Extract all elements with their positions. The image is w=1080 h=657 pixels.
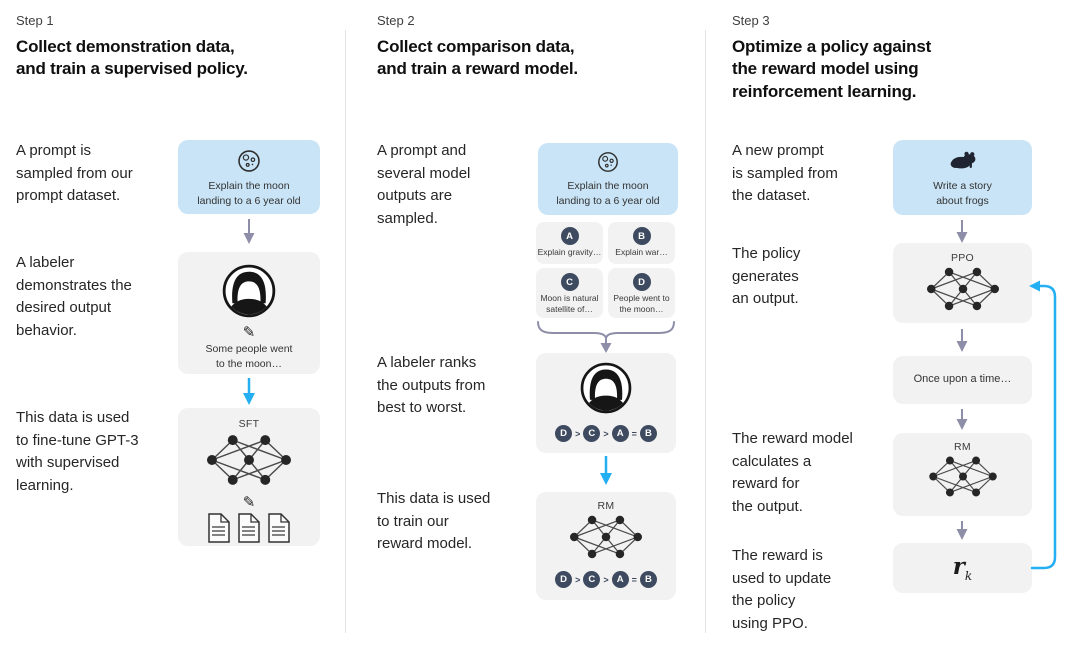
step1-label: Step 1	[16, 13, 54, 28]
step1-prompt-box: Explain the moon landing to a 6 year old	[178, 140, 320, 214]
step3-output-panel: Once upon a time…	[893, 356, 1032, 404]
column-divider	[345, 30, 346, 633]
ranking-row: D > C > A = B	[555, 425, 657, 442]
option-text: Moon is natural satellite of…	[540, 293, 599, 315]
step1-description-2: A labeler demonstrates the desired outpu…	[16, 254, 132, 339]
rank-separator: =	[631, 428, 637, 439]
neural-network-icon	[565, 513, 647, 566]
rank-badge: B	[639, 425, 657, 442]
step1-prompt-text: Explain the moon landing to a 6 year old	[197, 180, 301, 208]
rm-model-label: RM	[954, 441, 971, 453]
option-letter-badge: C	[560, 273, 579, 291]
pencil-icon: ✎	[242, 494, 256, 511]
step2-description-1: A prompt and several model outputs are s…	[377, 142, 471, 227]
step2-rm-model-panel: RM D > C > A = B	[536, 492, 676, 600]
labeler-avatar-icon	[579, 361, 633, 420]
cyan-down-arrow-icon	[598, 456, 614, 491]
step1-description-1: A prompt is sampled from our prompt data…	[16, 142, 133, 204]
down-arrow-icon	[241, 219, 257, 250]
feedback-loop-arrow	[1028, 276, 1078, 581]
labeler-avatar-icon	[221, 263, 277, 324]
step3-prompt-text: Write a story about frogs	[933, 180, 992, 208]
step2-description-2: A labeler ranks the outputs from best to…	[377, 354, 486, 416]
ranking-row: D > C > A = B	[555, 571, 657, 588]
rank-badge: C	[583, 571, 601, 588]
rank-separator: >	[603, 428, 609, 439]
step3-reward-panel: rk	[893, 543, 1032, 593]
step3-prompt-box: Write a story about frogs	[893, 140, 1032, 215]
ppo-policy-label: PPO	[950, 252, 975, 264]
neural-network-icon	[202, 432, 296, 493]
rank-separator: >	[575, 428, 581, 439]
step1-labeler-panel: ✎ Some people went to the moon…	[178, 252, 320, 374]
option-text: Explain war…	[615, 247, 668, 257]
step2-label: Step 2	[377, 13, 415, 28]
neural-network-icon	[925, 454, 1001, 504]
rank-separator: =	[631, 574, 637, 585]
rank-badge: B	[639, 571, 657, 588]
step2-prompt-box: Explain the moon landing to a 6 year old	[538, 143, 678, 215]
documents-icon	[207, 513, 291, 548]
down-arrow-icon	[954, 521, 970, 546]
reward-symbol: rk	[952, 552, 973, 583]
rank-badge: A	[611, 425, 629, 442]
step3-rm-model-panel: RM	[893, 433, 1032, 516]
rank-badge: D	[555, 571, 573, 588]
down-arrow-icon	[954, 329, 970, 358]
step1-description-3: This data is used to fine-tune GPT-3 wit…	[16, 409, 139, 494]
step2-title: Collect comparison data, and train a rew…	[377, 37, 578, 79]
option-card-c: C Moon is natural satellite of…	[536, 268, 603, 318]
brace-arrow-icon	[536, 320, 676, 359]
option-letter-badge: D	[632, 273, 651, 291]
rank-separator: >	[603, 574, 609, 585]
moon-icon	[236, 148, 262, 179]
rm-model-label: RM	[597, 500, 615, 512]
step3-description-3: The reward model calculates a reward for…	[732, 430, 853, 515]
step1-labeler-output-text: Some people went to the moon…	[205, 343, 293, 371]
pencil-icon: ✎	[242, 324, 256, 341]
option-text: People went to the moon…	[613, 293, 670, 315]
rank-badge: A	[611, 571, 629, 588]
step3-ppo-policy-panel: PPO	[893, 243, 1032, 323]
step2-description-3: This data is used to train our reward mo…	[377, 490, 491, 552]
step1-title: Collect demonstration data, and train a …	[16, 37, 248, 79]
option-letter-badge: A	[560, 227, 579, 245]
step3-label: Step 3	[732, 13, 770, 28]
step3-description-2: The policy generates an output.	[732, 245, 801, 307]
sft-model-label: SFT	[238, 418, 260, 430]
rank-badge: C	[583, 425, 601, 442]
down-arrow-icon	[954, 220, 970, 249]
step1-sft-model-panel: SFT ✎	[178, 408, 320, 546]
option-letter-badge: B	[632, 227, 651, 245]
step2-prompt-text: Explain the moon landing to a 6 year old	[556, 180, 660, 208]
step3-description-1: A new prompt is sampled from the dataset…	[732, 142, 838, 204]
frog-icon	[948, 149, 978, 176]
rank-separator: >	[575, 574, 581, 585]
option-card-a: A Explain gravity…	[536, 222, 603, 264]
option-card-b: B Explain war…	[608, 222, 675, 264]
step3-title: Optimize a policy against the reward mod…	[732, 37, 932, 101]
rank-badge: D	[555, 425, 573, 442]
option-text: Explain gravity…	[537, 247, 602, 257]
policy-output-text: Once upon a time…	[913, 373, 1012, 386]
neural-network-icon	[923, 265, 1003, 318]
step2-labeler-panel: D > C > A = B	[536, 353, 676, 453]
column-divider	[705, 30, 706, 633]
cyan-down-arrow-icon	[241, 378, 257, 411]
step3-description-4: The reward is used to update the policy …	[732, 547, 832, 632]
option-card-d: D People went to the moon…	[608, 268, 675, 318]
moon-icon	[596, 150, 620, 179]
down-arrow-icon	[954, 409, 970, 436]
